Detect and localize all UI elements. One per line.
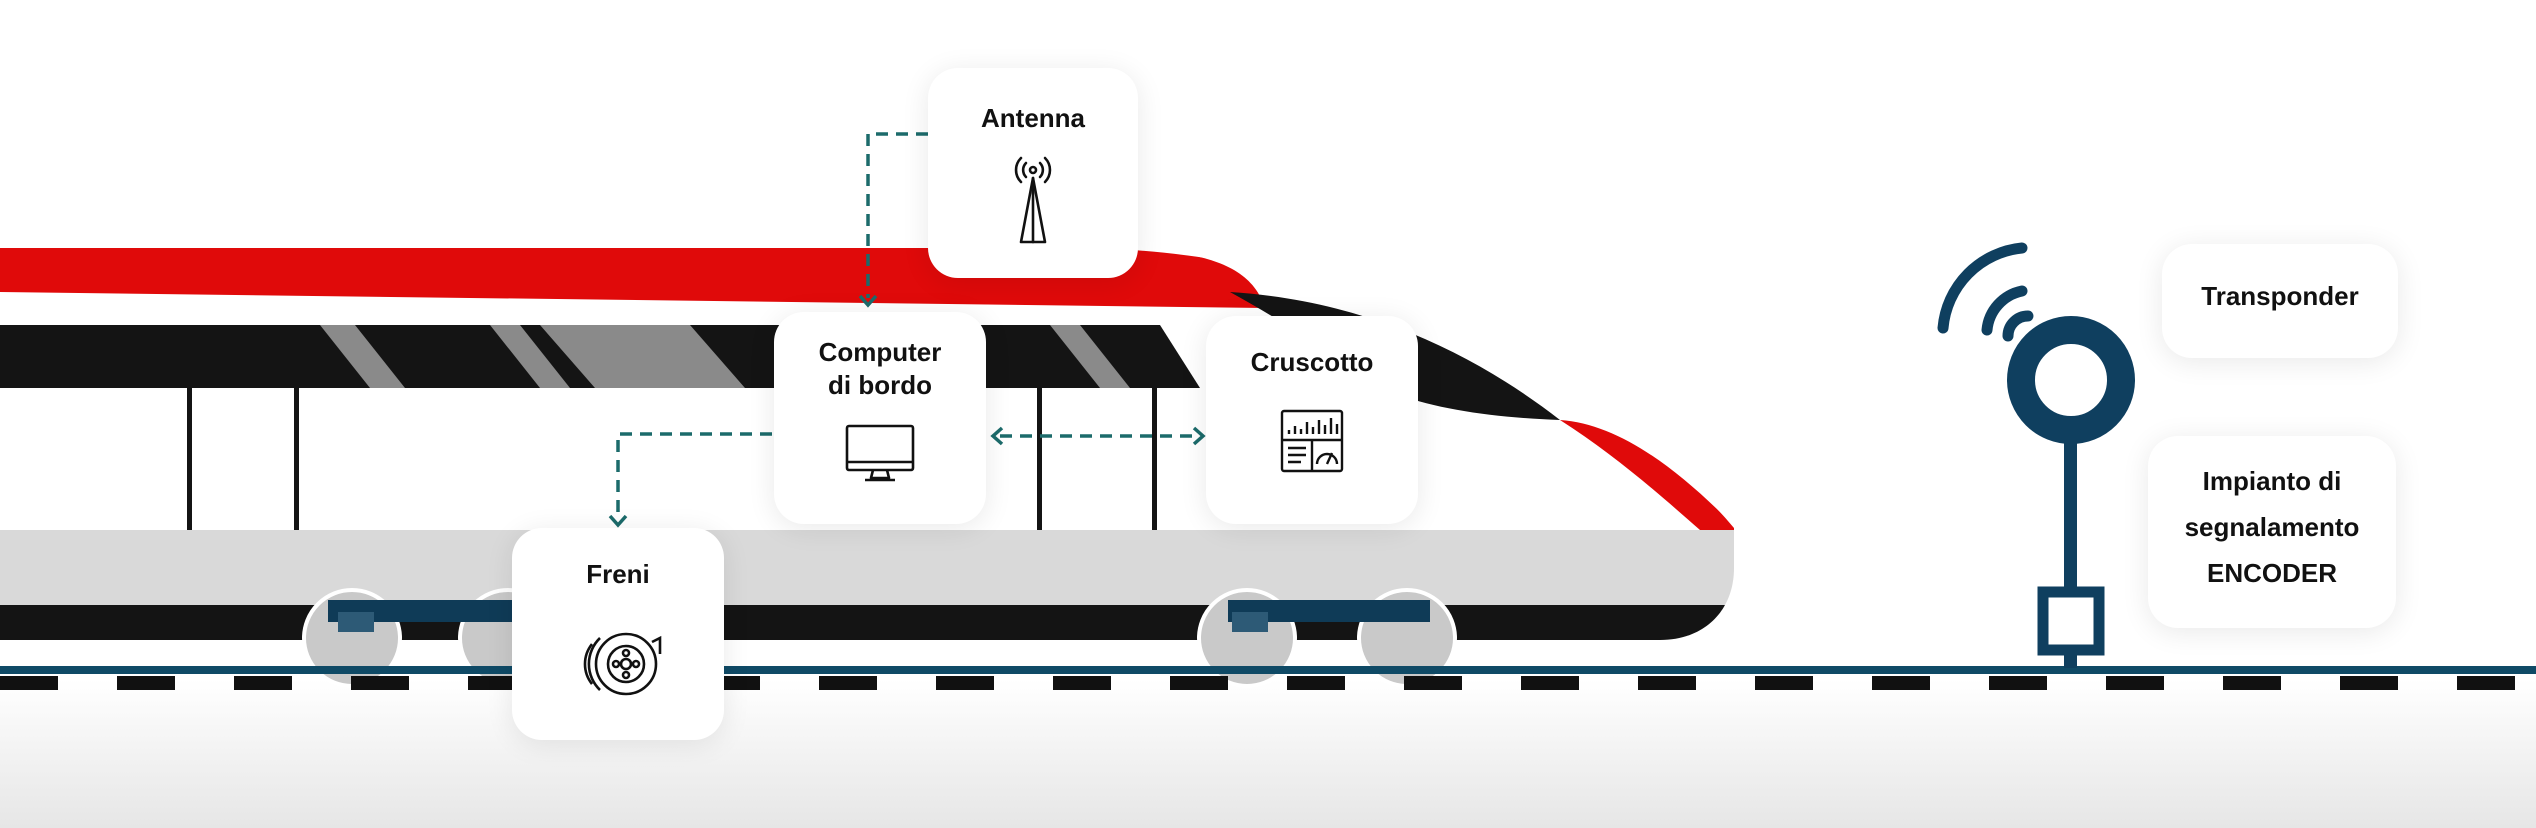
- door-pole: [1037, 388, 1042, 530]
- connectors: [616, 132, 1196, 518]
- arrow-head: [858, 294, 878, 308]
- arrow-head: [1192, 426, 1206, 446]
- onboard-computer-card: Computer di bordo: [774, 312, 986, 524]
- arrow-head: [608, 514, 628, 528]
- sleeper: [468, 676, 526, 690]
- sleeper: [1521, 676, 1579, 690]
- sleeper: [1989, 676, 2047, 690]
- encoder-card: Impianto di segnalamento ENCODER: [2148, 436, 2396, 628]
- door-pole: [1152, 388, 1157, 530]
- window-glare: [490, 325, 570, 388]
- arrow-head: [990, 426, 1004, 446]
- sleeper: [1755, 676, 1813, 690]
- sleeper: [0, 676, 58, 690]
- monitor-icon: [845, 424, 915, 482]
- sleeper: [1404, 676, 1462, 690]
- sleeper: [2223, 676, 2281, 690]
- brakes-label: Freni: [586, 559, 650, 589]
- brakes-card: Freni: [512, 528, 724, 740]
- connector-antenna-computer: [866, 132, 928, 298]
- lower-skirt: [0, 530, 1734, 605]
- sleeper: [1170, 676, 1228, 690]
- antenna-tower-icon: [1014, 156, 1052, 244]
- dashboard-label: Cruscotto: [1250, 347, 1374, 377]
- rail: [0, 666, 2536, 674]
- sleeper: [117, 676, 175, 690]
- dashboard-card: Cruscotto: [1206, 316, 1418, 524]
- sleeper: [1287, 676, 1345, 690]
- window-glare: [1050, 325, 1130, 388]
- ground: [0, 680, 2536, 828]
- sleeper: [1053, 676, 1111, 690]
- underframe: [0, 605, 1734, 640]
- wireless-signal-icon: [1937, 242, 2034, 342]
- disc-brake-icon: [583, 632, 662, 696]
- signal-base: [2064, 650, 2077, 668]
- transponder-card: Transponder: [2162, 244, 2398, 358]
- connector-computer-brakes: [616, 432, 772, 518]
- bogie: [1197, 588, 1457, 688]
- signal-head: [2007, 316, 2135, 444]
- sleeper: [1872, 676, 1930, 690]
- bogie-frame: [338, 612, 374, 632]
- onboard-computer-label: Computer di bordo: [818, 337, 942, 400]
- window-glare: [320, 325, 405, 388]
- sleeper: [1638, 676, 1696, 690]
- sleeper: [2106, 676, 2164, 690]
- sleeper: [2340, 676, 2398, 690]
- antenna-card: Antenna: [928, 68, 1138, 278]
- signal-post: [2007, 316, 2135, 668]
- door-pole: [294, 388, 299, 530]
- sleeper: [936, 676, 994, 690]
- signal-pole: [2064, 432, 2077, 592]
- encoder-label: Impianto di segnalamento ENCODER: [2184, 466, 2360, 588]
- sleeper: [819, 676, 877, 690]
- nose-red-stripe: [1560, 420, 1734, 545]
- encoder-box: [2037, 586, 2105, 656]
- dashboard-gauge-icon: [1280, 409, 1344, 473]
- antenna-label: Antenna: [981, 103, 1085, 133]
- sleeper: [2457, 676, 2515, 690]
- bogie-frame: [1228, 600, 1430, 622]
- sleeper: [234, 676, 292, 690]
- bogie-frame: [328, 600, 536, 622]
- bogie-frame: [1232, 612, 1268, 632]
- connector-arrowheads: [608, 294, 1206, 528]
- sleeper: [351, 676, 409, 690]
- transponder-label: Transponder: [2201, 281, 2359, 311]
- window-glare: [540, 325, 745, 388]
- door-pole: [187, 388, 192, 530]
